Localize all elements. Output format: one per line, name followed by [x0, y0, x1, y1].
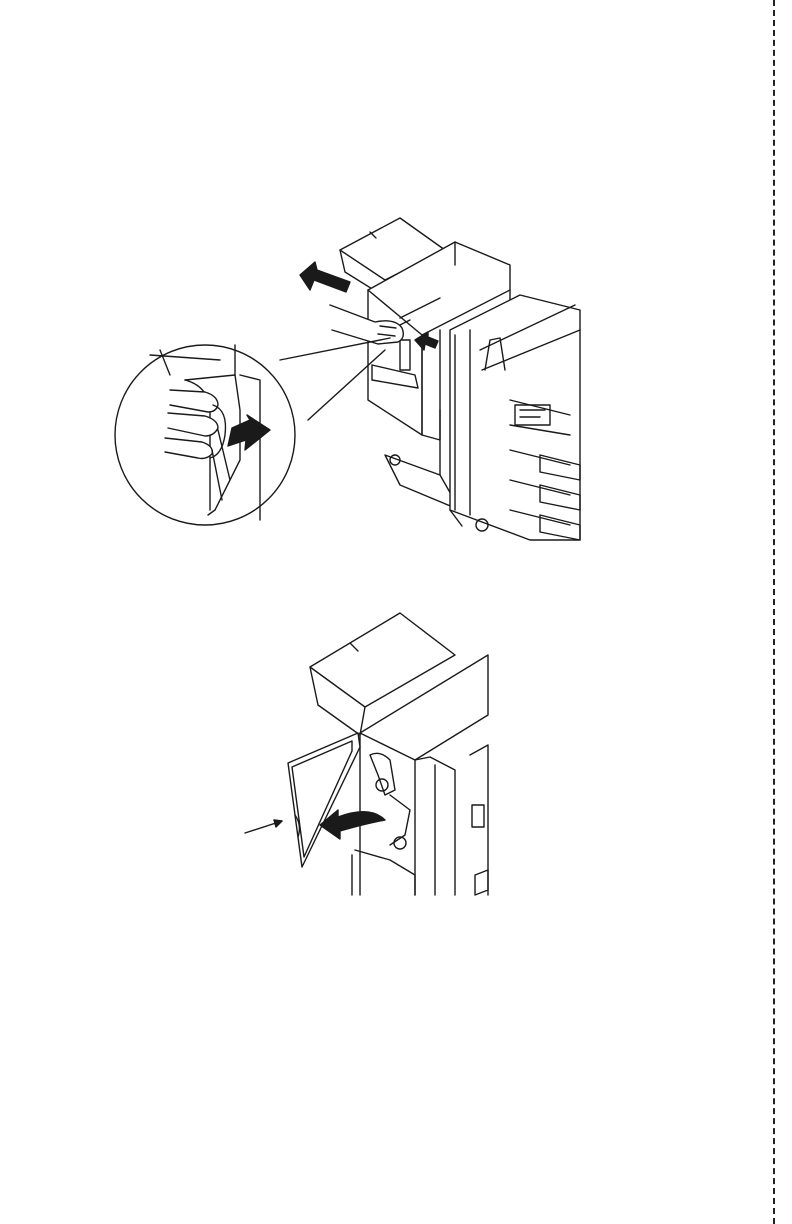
magnifier-callout-icon	[115, 345, 295, 525]
finisher-front-door-open-icon	[288, 733, 360, 867]
arrow-left-icon	[300, 262, 350, 292]
printer-body-icon	[450, 295, 580, 540]
finisher-detach-figure	[110, 210, 590, 555]
leader-arrow-icon	[245, 820, 282, 833]
finisher-door-open-figure	[240, 605, 500, 900]
arrow-push-icon	[415, 332, 438, 350]
cut-line	[773, 0, 775, 1224]
arrow-curved-icon	[320, 810, 385, 839]
